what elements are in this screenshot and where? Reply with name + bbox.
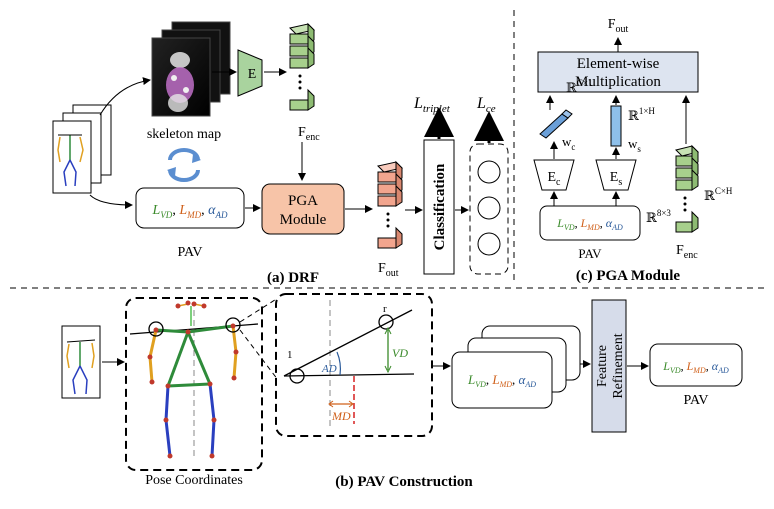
md-label: MD bbox=[331, 409, 351, 423]
fout-label: Fout bbox=[378, 261, 399, 279]
mult-line2: Multiplication bbox=[575, 74, 661, 90]
skeleton-map-label: skeleton map bbox=[147, 127, 221, 142]
pga-line1: PGA bbox=[288, 193, 318, 209]
pga-module-box bbox=[261, 183, 345, 235]
pav-box-pga bbox=[539, 205, 641, 241]
ce-loss-label: Lce bbox=[476, 95, 496, 115]
pga-fout-label: Fout bbox=[608, 17, 629, 35]
vd-label: VD bbox=[392, 346, 408, 360]
pga-fenc-blocks bbox=[675, 144, 699, 233]
classification-box bbox=[423, 139, 455, 275]
pav-terms-drf: LVD, LMD, αAD bbox=[152, 203, 228, 220]
ws-vector bbox=[610, 105, 622, 147]
fenc-feature-blocks bbox=[289, 22, 315, 111]
fc-neuron bbox=[477, 196, 501, 220]
skeleton-map-stack bbox=[151, 21, 231, 117]
zoom-line-bottom bbox=[239, 329, 279, 381]
pav-label-final: PAV bbox=[684, 393, 709, 408]
classification-label: Classification bbox=[432, 163, 448, 250]
wc-label: wc bbox=[562, 134, 575, 152]
geometry-detail bbox=[283, 300, 415, 430]
feature-refinement-line2: Refinement bbox=[611, 333, 626, 398]
elementwise-mult-box bbox=[537, 51, 699, 93]
triplet-loss-label: Ltriplet bbox=[413, 95, 451, 115]
arrow-to-skeleton-map bbox=[99, 77, 151, 116]
fout-feature-blocks bbox=[377, 160, 403, 249]
pav-box-final bbox=[649, 343, 743, 387]
pav-box-drf bbox=[135, 187, 245, 229]
cycle-icon bbox=[167, 148, 201, 182]
pav-label-pga: PAV bbox=[578, 246, 602, 261]
caption-pga: (c) PGA Module bbox=[576, 268, 680, 284]
pav-stack-front bbox=[451, 351, 553, 409]
pose-coordinates-label: Pose Coordinates bbox=[145, 473, 243, 488]
wc-vector bbox=[539, 109, 573, 139]
feature-refinement-line1: Feature bbox=[595, 345, 610, 387]
pav-terms-final: LVD, LMD, αAD bbox=[662, 359, 729, 375]
point-1-label: 1 bbox=[287, 349, 293, 361]
ec-label: Ec bbox=[547, 170, 561, 188]
encoder-block bbox=[237, 49, 263, 97]
fc-neuron bbox=[477, 160, 501, 184]
pga-line2: Module bbox=[280, 212, 327, 228]
mult-line1: Element-wise bbox=[577, 56, 660, 72]
rch-label: ℝC×H bbox=[704, 186, 733, 203]
geometry-detail-box bbox=[275, 293, 433, 437]
pose-input-page bbox=[61, 325, 101, 399]
pav-label-drf: PAV bbox=[178, 245, 203, 260]
r1h-label: ℝ1×H bbox=[628, 106, 655, 123]
ec-encoder bbox=[533, 159, 575, 191]
ws-label: ws bbox=[628, 136, 641, 154]
caption-drf: (a) DRF bbox=[267, 270, 319, 286]
pga-fenc-label: Fenc bbox=[676, 243, 698, 261]
pav-terms-pga: LVD, LMD, αAD bbox=[556, 216, 623, 232]
rc1-label: ℝC×1 bbox=[566, 78, 592, 95]
arrow-to-pav bbox=[89, 194, 133, 209]
r83-label: ℝ8×3 bbox=[646, 208, 671, 225]
es-encoder bbox=[595, 159, 637, 191]
encoder-label: E bbox=[248, 67, 257, 82]
feature-refinement-box bbox=[591, 299, 627, 433]
ad-label: AD bbox=[321, 363, 337, 375]
skeleton-input-stack bbox=[52, 104, 112, 194]
es-label: Es bbox=[610, 170, 623, 188]
point-r-label: r bbox=[383, 303, 387, 315]
pav-terms-stack: LVD, LMD, αAD bbox=[467, 372, 536, 389]
caption-pav-construction: (b) PAV Construction bbox=[335, 474, 473, 490]
pose-skeleton bbox=[129, 300, 259, 459]
zoom-line-top bbox=[239, 297, 279, 323]
fc-neuron bbox=[477, 232, 501, 256]
fenc-label: Fenc bbox=[298, 125, 320, 143]
